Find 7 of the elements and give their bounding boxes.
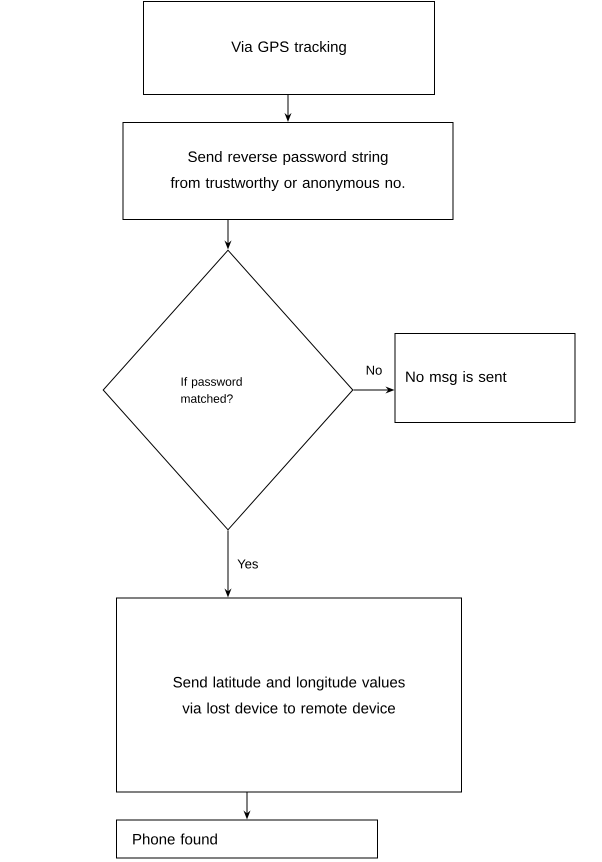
process-box: Via GPS tracking — [143, 1, 435, 95]
process-box: Phone found — [116, 820, 378, 858]
process-box: Send latitude and longitude values via lost device to remote device — [116, 598, 462, 792]
edge-label: No — [364, 364, 384, 376]
edge-label: Yes — [236, 558, 260, 570]
process-box: Send reverse password string from trustworthy or anonymous no. — [122, 122, 454, 220]
process-box: No msg is sent — [394, 333, 576, 423]
